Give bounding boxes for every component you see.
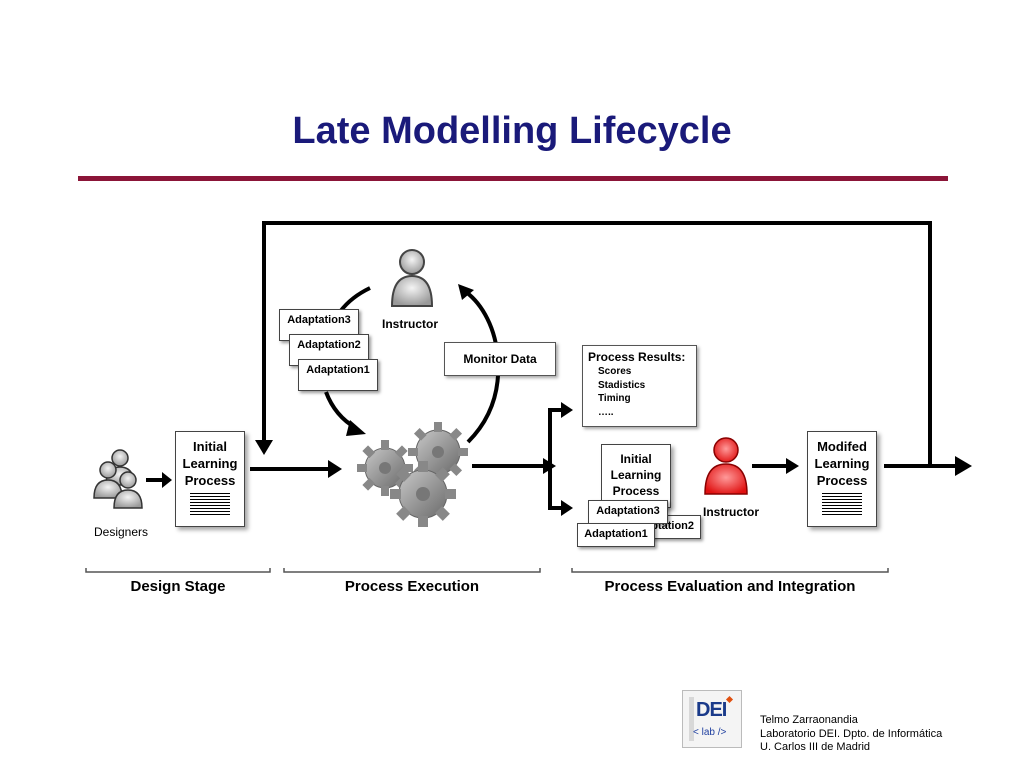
- instructor-icon-top: [390, 249, 434, 307]
- adaptation-card-label: Adaptation3: [596, 505, 660, 517]
- initial-learning-process-right-doc: Initial Learning Process: [601, 444, 671, 508]
- monitor-data-box: Monitor Data: [444, 342, 556, 376]
- adaptation-card-label: Adaptation3: [287, 314, 351, 326]
- process-results-box: Process Results: Scores Stadistics Timin…: [582, 345, 697, 427]
- footer-credits: Telmo Zarraonandia Laboratorio DEI. Dpto…: [760, 714, 942, 755]
- feedback-loop-arrowhead: [255, 440, 273, 455]
- process-results-item: Timing: [598, 393, 631, 404]
- initial-process-line-3: Process: [184, 473, 236, 488]
- designers-label: Designers: [94, 525, 149, 539]
- stage-label-design: Design Stage: [130, 578, 226, 595]
- footer-author: Telmo Zarraonandia: [760, 714, 858, 726]
- adaptation-card-label: Adaptation1: [584, 528, 648, 540]
- modified-process-line-2: Learning: [814, 456, 870, 471]
- gears-icon: [357, 422, 468, 527]
- initial-process-right-line-2: Learning: [610, 468, 662, 482]
- process-results-item: Scores: [598, 366, 632, 377]
- doc-lines-icon: [190, 493, 230, 515]
- modified-process-line-3: Process: [816, 473, 868, 488]
- footer-university: U. Carlos III de Madrid: [760, 741, 871, 753]
- adaptation-card-1-left: Adaptation1: [298, 359, 378, 391]
- process-results-heading: Process Results:: [588, 350, 686, 364]
- title-underline: [78, 176, 948, 181]
- instructor-right-label: Instructor: [703, 505, 760, 519]
- logo-subtext: < lab />: [693, 727, 727, 738]
- split-bracket: [548, 408, 562, 510]
- feedback-loop-line: [262, 221, 932, 466]
- dei-lab-logo: DEI < lab />: [682, 690, 742, 748]
- process-results-item: …..: [598, 406, 614, 418]
- stage-label-evaluation: Process Evaluation and Integration: [604, 578, 856, 595]
- adaptation-card-3-right: Adaptation3: [588, 500, 668, 524]
- designers-icon: [93, 449, 143, 509]
- instructor-top-label: Instructor: [382, 317, 439, 331]
- logo-spark-icon: [725, 695, 734, 704]
- modified-process-line-1: Modifed: [817, 439, 867, 454]
- process-results-item: Stadistics: [598, 379, 646, 391]
- adaptation-card-1-right: Adaptation1: [577, 523, 655, 547]
- stage-label-execution: Process Execution: [344, 578, 480, 595]
- doc-lines-icon: [822, 493, 862, 515]
- adaptation-card-label: Adaptation1: [306, 364, 370, 376]
- initial-learning-process-doc: Initial Learning Process: [175, 431, 245, 527]
- logo-text: DEI: [696, 699, 727, 721]
- stage-separators: [85, 568, 889, 573]
- initial-process-line-1: Initial: [193, 439, 227, 454]
- adaptation-card-label: Adaptation2: [297, 339, 361, 351]
- modified-learning-process-doc: Modifed Learning Process: [807, 431, 877, 527]
- initial-process-right-line-3: Process: [612, 484, 660, 498]
- initial-process-right-line-1: Initial: [620, 452, 652, 466]
- instructor-icon-right: [704, 437, 748, 495]
- slide-title: Late Modelling Lifecycle: [292, 110, 732, 152]
- initial-process-line-2: Learning: [182, 456, 238, 471]
- footer-lab: Laboratorio DEI. Dpto. de Informática: [760, 727, 943, 740]
